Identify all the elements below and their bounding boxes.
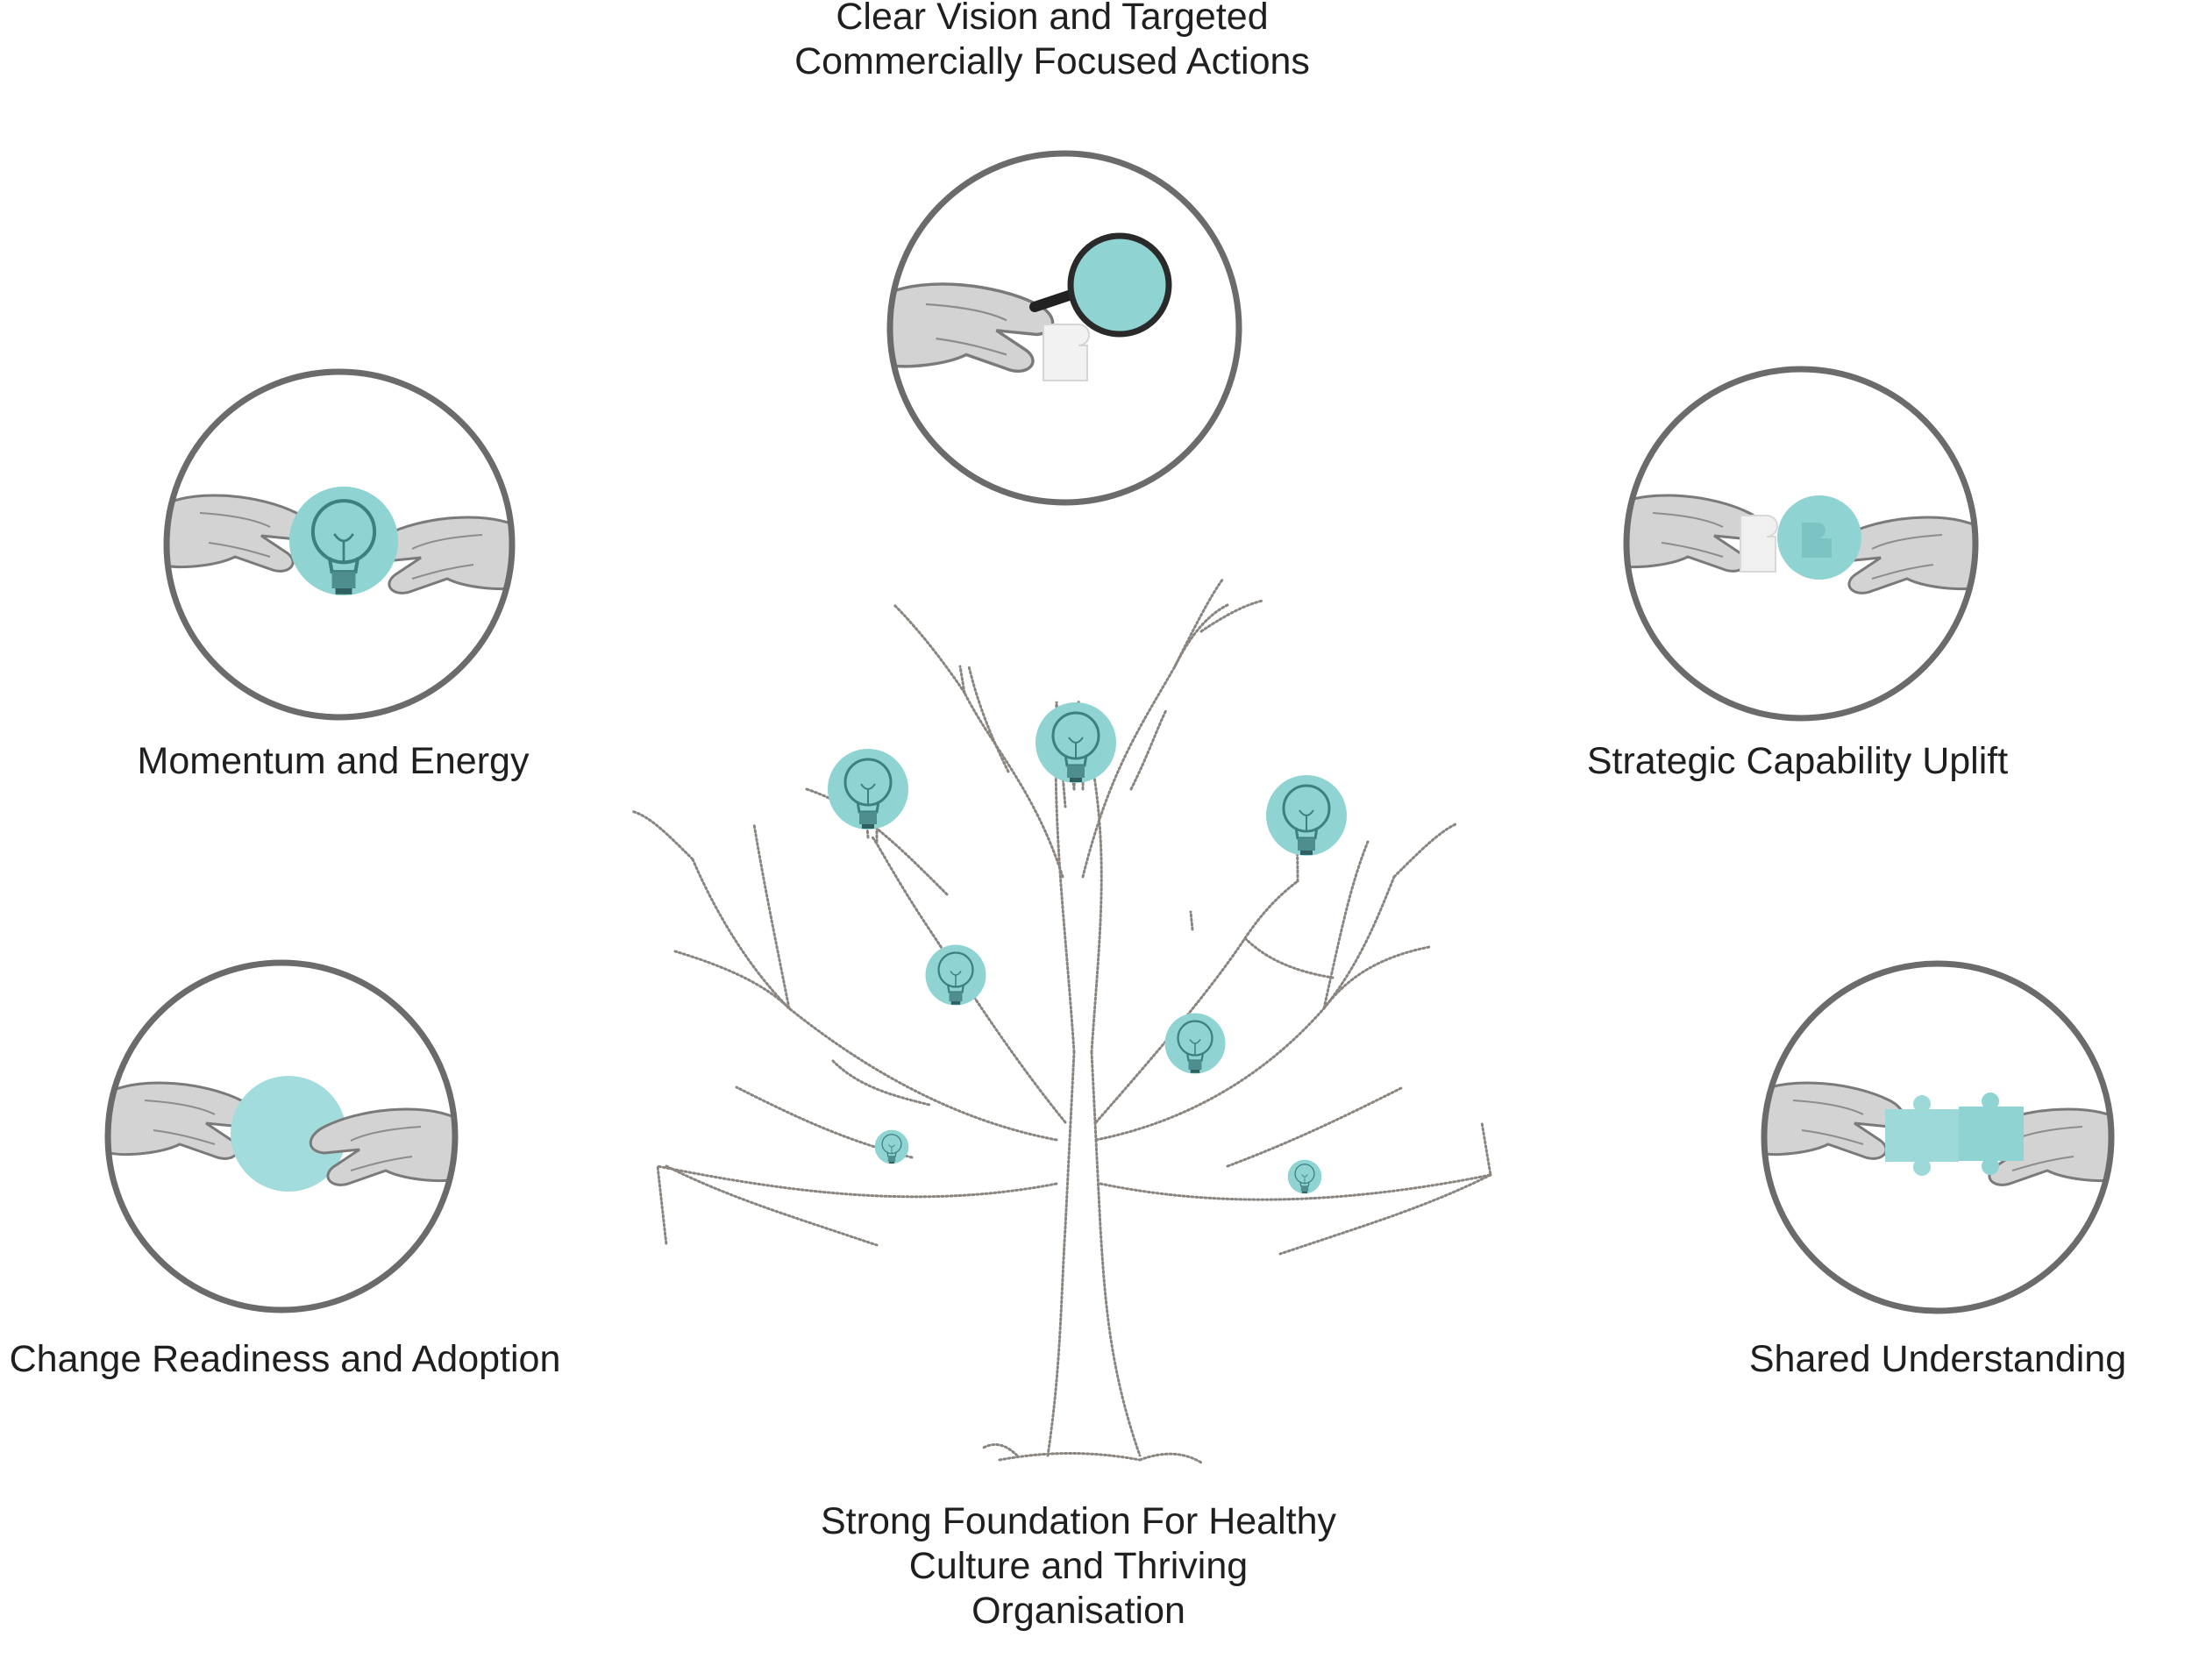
tree-bulb-mid-left [924,943,987,1007]
node-label-line: Shared Understanding [1748,1338,2127,1380]
accent-disc-icon [104,959,459,1313]
node-label-line: Strategic Capability Uplift [1586,740,2009,782]
ring-left [163,368,516,721]
node-label-bottom-left: Change Readiness and Adoption [0,1337,570,1382]
tree-bulb-low-right [1287,1159,1322,1194]
node-label-line: Momentum and Energy [137,740,530,782]
center-label-line: Culture and Thriving [908,1545,1249,1587]
tree-bulb-top [1034,701,1118,785]
ring-bottom-right [1761,960,2115,1314]
node-label-right: Strategic Capability Uplift [1534,739,2060,784]
tree-bulb-mid-right [1164,1012,1227,1075]
puzzle-piece-icon [1623,366,1979,722]
node-label-bottom-right: Shared Understanding [1666,1337,2192,1382]
ring-top [886,150,1242,506]
node-label-top: Clear Vision and Targeted Commercially F… [614,0,1491,84]
tree-bulb-low-left [874,1129,909,1164]
magnifying-glass-icon [886,150,1242,506]
node-label-line: Change Readiness and Adoption [9,1338,561,1380]
tree-bulb-upper-right [1264,773,1349,858]
connected-puzzle-icon [1761,960,2115,1314]
center-label: Strong Foundation For Healthy Culture an… [684,1499,1473,1634]
tree-bulb-upper-left [826,747,910,831]
center-label-line: Strong Foundation For Healthy [821,1500,1336,1542]
ring-right [1623,366,1979,722]
ring-bottom-left [104,959,459,1313]
center-label-line: Organisation [971,1590,1185,1632]
node-label-left: Momentum and Energy [70,739,596,784]
lightbulb-icon [163,368,516,721]
node-label-line: Commercially Focused Actions [794,40,1310,82]
tree-bulbs [826,701,1349,1194]
node-label-line: Clear Vision and Targeted [836,0,1269,38]
tree-with-lightbulbs-icon [630,577,1492,1464]
